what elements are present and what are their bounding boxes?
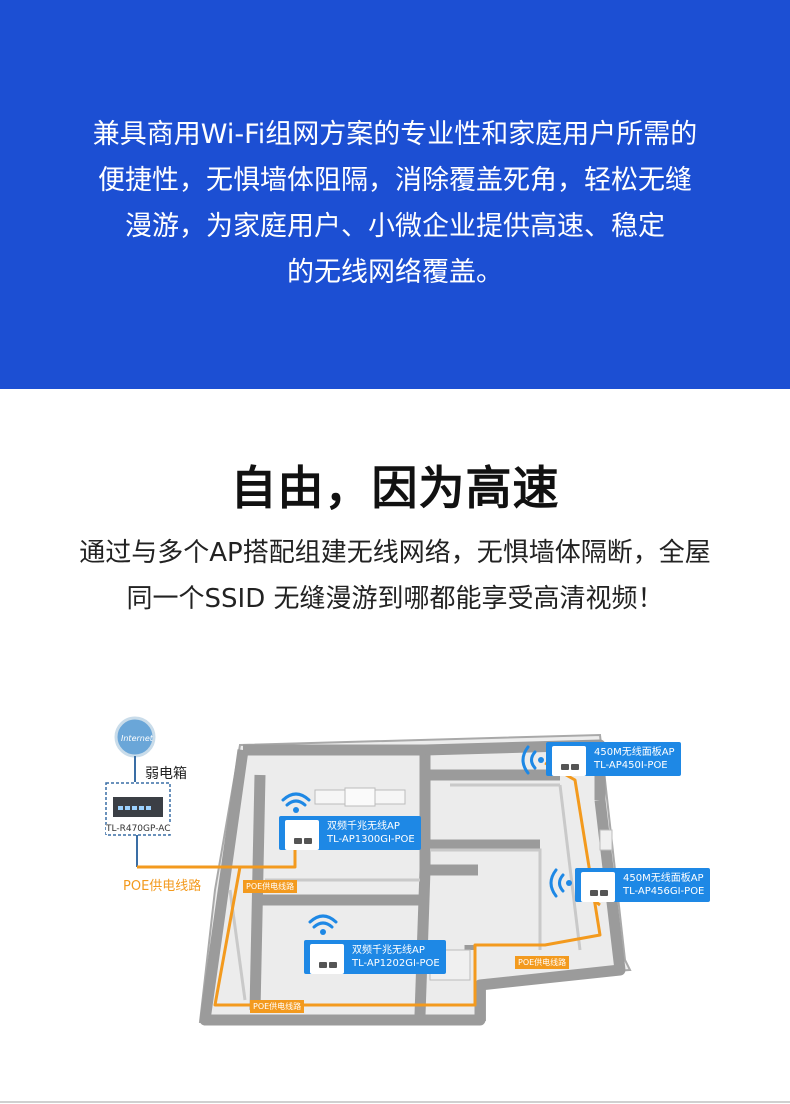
ap-name: 450M无线面板AP: [623, 873, 704, 884]
furniture-shelf: [599, 829, 613, 851]
ap-name: 双频千兆无线AP: [352, 945, 425, 956]
subtitle-line: 通过与多个AP搭配组建无线网络，无惧墙体隔断，全屋: [79, 538, 711, 568]
ap-device-icon: [581, 872, 615, 902]
network-diagram: Internet 弱电箱 TL-R470GP-AC POE供电线路 POE供电线…: [0, 700, 790, 1080]
wifi-icon: [281, 792, 311, 807]
furniture-desk: [344, 787, 376, 807]
ap-model: TL-AP450I-POE: [594, 760, 668, 771]
router-ports: [118, 806, 151, 810]
internet-label: Internet: [121, 734, 153, 743]
hero-description: 兼具商用Wi-Fi组网方案的专业性和家庭用户所需的 便捷性，无惧墙体阻隔，消除覆…: [60, 112, 730, 296]
poe-tag: POE供电线路: [515, 956, 570, 969]
ap-label-1202: 双频千兆无线AP TL-AP1202GI-POE: [304, 940, 446, 974]
wifi-icon: [549, 868, 565, 898]
router-device-icon: [113, 797, 163, 817]
ap-model: TL-AP456GI-POE: [623, 886, 705, 897]
wifi-icon: [521, 745, 537, 775]
wifi-icon-dot: [538, 757, 544, 763]
section-title: 自由，因为高速: [230, 461, 560, 515]
wifi-icon-dot: [293, 807, 299, 813]
poe-tag: POE供电线路: [250, 1000, 305, 1013]
wifi-icon: [308, 914, 338, 929]
hero-line: 漫游，为家庭用户、小微企业提供高速、稳定: [125, 211, 665, 242]
poe-tag: POE供电线路: [243, 880, 298, 893]
ap-device-icon: [552, 746, 586, 776]
ap-label-1300: 双频千兆无线AP TL-AP1300GI-POE: [279, 816, 421, 850]
hero-line: 便捷性，无惧墙体阻隔，消除覆盖死角，轻松无缝: [98, 165, 692, 196]
hero-line: 的无线网络覆盖。: [287, 257, 503, 288]
ap-label-456: 450M无线面板AP TL-AP456GI-POE: [575, 868, 711, 902]
ap-device-icon: [310, 944, 344, 974]
ap-name: 450M无线面板AP: [594, 747, 675, 758]
poe-line-label: POE供电线路: [123, 879, 202, 894]
hero-line: 兼具商用Wi-Fi组网方案的专业性和家庭用户所需的: [92, 119, 698, 150]
ap-model: TL-AP1202GI-POE: [352, 958, 440, 969]
ap-name: 双频千兆无线AP: [327, 821, 400, 832]
page-divider: [0, 1101, 790, 1103]
section-subtitle: 通过与多个AP搭配组建无线网络，无惧墙体隔断，全屋 同一个SSID 无缝漫游到哪…: [40, 530, 750, 622]
wifi-icon-dot: [566, 880, 572, 886]
ap-model: TL-AP1300GI-POE: [327, 834, 415, 845]
wifi-icon-dot: [320, 929, 326, 935]
ap-device-icon: [285, 820, 319, 850]
subtitle-line: 同一个SSID 无缝漫游到哪都能享受高清视频！: [126, 584, 664, 614]
weak-current-box-label: 弱电箱: [145, 766, 187, 782]
ap-label-450: 450M无线面板AP TL-AP450I-POE: [546, 742, 681, 776]
hero-banner: 兼具商用Wi-Fi组网方案的专业性和家庭用户所需的 便捷性，无惧墙体阻隔，消除覆…: [0, 0, 790, 389]
router-model-label: TL-R470GP-AC: [106, 824, 171, 834]
